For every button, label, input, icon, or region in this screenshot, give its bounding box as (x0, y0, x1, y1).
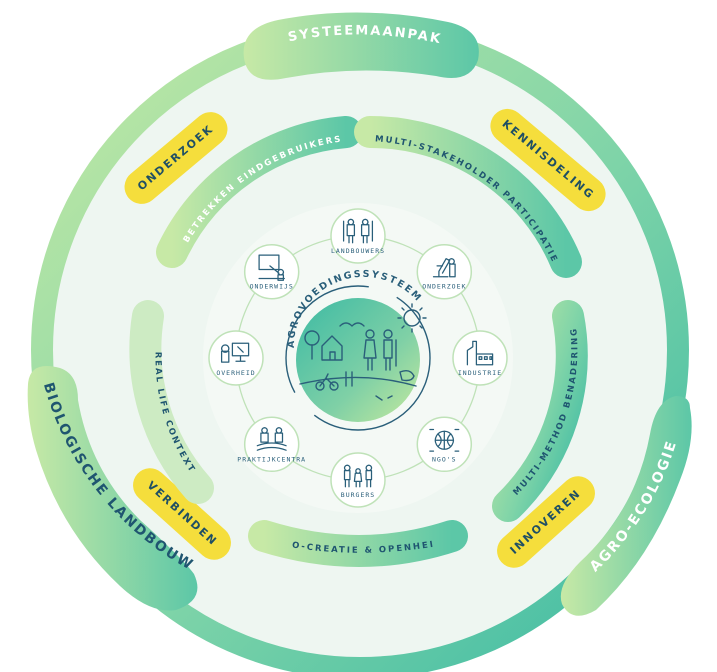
practice-center-icon (256, 427, 287, 451)
node-label: NGO'S (432, 455, 457, 463)
band-participatie (354, 115, 582, 278)
node-label: ONDERZOEK (422, 283, 466, 291)
factory-icon (466, 340, 494, 366)
node-label: OVERHEID (216, 369, 255, 377)
node-onderwijs: ONDERWIJS (243, 243, 300, 300)
citizens-icon (343, 464, 373, 488)
node-label: ONDERWIJS (250, 283, 294, 291)
node-industrie: INDUSTRIE (452, 330, 508, 386)
farmers-icon (342, 218, 374, 244)
node-ngos: NGO'S (416, 416, 473, 473)
node-onderzoek: ONDERZOEK (416, 243, 473, 300)
farm-scene-icon (299, 322, 417, 401)
node-circle (243, 243, 300, 300)
node-overheid: OVERHEID (208, 330, 264, 386)
node-burgers: BURGERS (330, 452, 386, 508)
band-real-life (129, 300, 214, 504)
microscope-icon (432, 258, 456, 278)
government-icon (220, 342, 250, 363)
node-label: INDUSTRIE (458, 369, 502, 377)
systeemaanpak-blob: SYSTEEMAANPAK (243, 12, 479, 80)
node-label: LANDBOUWERS (331, 247, 385, 255)
band-betrekken (156, 116, 362, 268)
globe-icon (429, 428, 460, 452)
sun-icon (397, 303, 427, 333)
node-circle (243, 416, 300, 473)
teacher-icon (258, 254, 285, 281)
stakeholder-nodes: LANDBOUWERS ONDERZOEK INDUSTRIE NGO'S BURGER… (208, 208, 508, 508)
node-praktijkcentra: PRAKTIJKCENTRA (237, 416, 306, 473)
node-circle (452, 330, 508, 386)
band-multi-method (492, 300, 588, 522)
node-label: BURGERS (341, 491, 375, 499)
node-circle (330, 208, 386, 264)
center-circle (296, 298, 420, 422)
node-circle (416, 243, 473, 300)
band-co-creatie (248, 520, 468, 567)
node-circle (208, 330, 264, 386)
node-label: PRAKTIJKCENTRA (237, 455, 306, 463)
node-landbouwers: LANDBOUWERS (330, 208, 386, 264)
